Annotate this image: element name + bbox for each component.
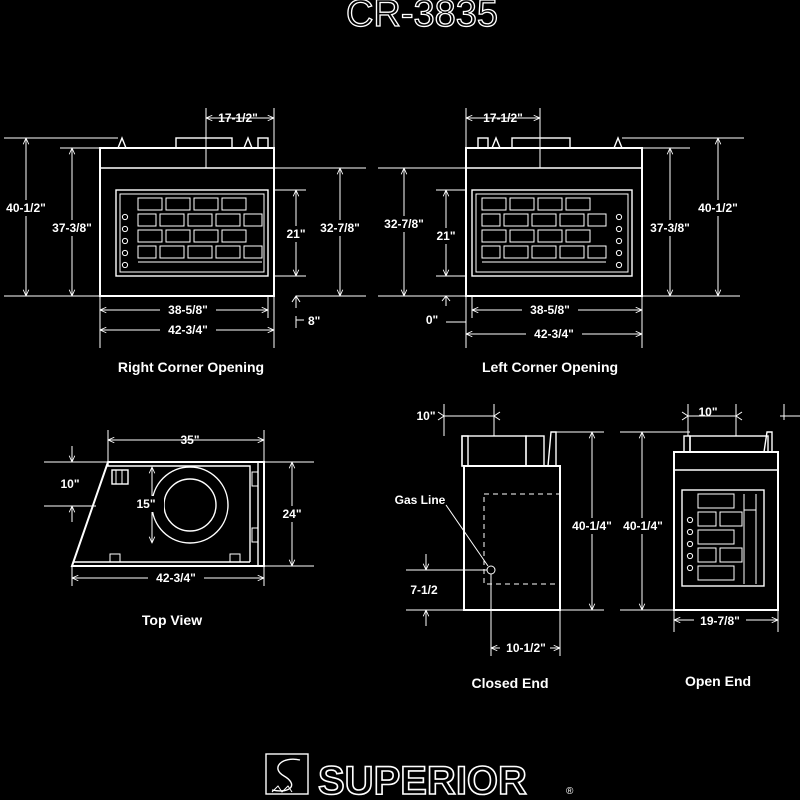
right-corner-top-offset: 17-1/2": [218, 111, 258, 125]
closed-end-gas-port: [486, 565, 496, 575]
right-corner-caption: Right Corner Opening: [118, 359, 264, 375]
brand-wordmark: SUPERIOR: [318, 759, 527, 800]
open-end-firebox: [681, 489, 765, 587]
superior-logo: SUPERIOR ®: [265, 753, 574, 800]
open-end-caption: Open End: [685, 673, 751, 689]
closed-end-gas-offset: 10-1/2": [506, 641, 546, 655]
right-corner-opening-width: 38-5/8": [168, 303, 208, 317]
open-end-top-offset: 10": [698, 405, 717, 419]
drawing-title: CR-3835: [346, 0, 498, 35]
closed-end-height: 40-1/4": [572, 519, 612, 533]
open-end-height: 40-1/4": [623, 519, 663, 533]
right-corner-overall-height: 40-1/2": [6, 201, 46, 215]
left-corner-bottom-gap: 0": [426, 313, 438, 327]
top-view-depth: 24": [282, 507, 301, 521]
right-corner-brick-pattern: [121, 197, 263, 269]
closed-end-gas-line-label: Gas Line: [395, 493, 446, 507]
closed-end-dashed-cutout: [483, 493, 561, 585]
left-corner-caption: Left Corner Opening: [482, 359, 618, 375]
open-end-brick-pattern: [686, 493, 757, 584]
left-corner-brick-pattern: [481, 197, 623, 269]
left-corner-overall-width: 42-3/4": [534, 327, 574, 341]
left-corner-body-height: 37-3/8": [650, 221, 690, 235]
closed-end-caption: Closed End: [471, 675, 548, 691]
left-corner-opening-height: 21": [436, 229, 455, 243]
right-corner-view: 17-1/2" 40-1/2" 37-3/8" 21" 32-7/8" 38-5…: [4, 108, 366, 375]
top-view-flue-inner: [163, 478, 217, 532]
left-corner-firebox: [471, 189, 633, 277]
closed-end-gas-height: 7-1/2: [410, 583, 438, 597]
top-view-left-offset: 10": [60, 477, 79, 491]
closed-end-view: Gas Line 10" 40-1/4" 7-1/2 10-1/2" Close…: [395, 404, 616, 691]
top-view: 35" 10" 15" 24" 42-3/4" Top View: [44, 430, 314, 628]
left-corner-opening-width: 38-5/8": [530, 303, 570, 317]
right-corner-bottom-gap: 8": [308, 314, 320, 328]
open-end-width: 19-7/8": [700, 614, 740, 628]
open-end-view: 10" 40-1/4" 19-7/8" Open End: [620, 404, 800, 689]
brand-registered-mark: ®: [566, 786, 574, 797]
right-corner-body-height: 37-3/8": [52, 221, 92, 235]
left-corner-top-offset: 17-1/2": [483, 111, 523, 125]
closed-end-body: [463, 465, 561, 611]
top-view-caption: Top View: [142, 612, 202, 628]
right-corner-opening-height: 21": [286, 227, 305, 241]
top-view-flue-diameter: 15": [136, 497, 155, 511]
logo-emblem-icon: [265, 753, 309, 795]
top-view-overall-width: 42-3/4": [156, 571, 196, 585]
top-view-width: 35": [180, 433, 199, 447]
left-corner-overall-height: 40-1/2": [698, 201, 738, 215]
left-corner-left-height: 32-7/8": [384, 217, 424, 231]
right-corner-right-height: 32-7/8": [320, 221, 360, 235]
right-corner-firebox: [115, 189, 269, 277]
left-corner-view: 17-1/2" 32-7/8" 21" 37-3/8" 40-1/2" 38-5…: [378, 108, 744, 375]
right-corner-overall-width: 42-3/4": [168, 323, 208, 337]
closed-end-top-offset: 10": [416, 409, 435, 423]
left-corner-body: [465, 147, 643, 297]
top-view-outline: [70, 461, 265, 567]
right-corner-body: [99, 147, 275, 297]
